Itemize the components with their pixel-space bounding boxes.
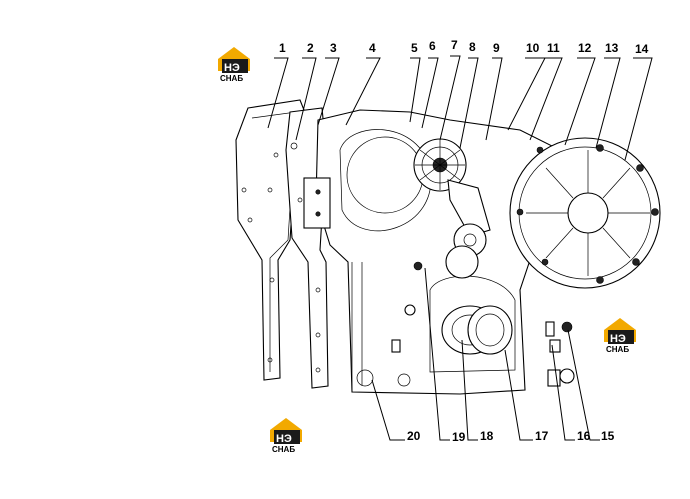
callout-9: 9 — [493, 41, 500, 55]
callout-numbers-bottom: 20 19 18 17 16 15 — [407, 429, 615, 444]
callout-7: 7 — [451, 38, 458, 52]
callout-15: 15 — [601, 429, 615, 443]
callout-16: 16 — [577, 429, 591, 443]
oil-seal — [441, 305, 513, 355]
belt-tensioner — [445, 179, 491, 279]
callout-19: 19 — [452, 430, 466, 444]
callout-11: 11 — [547, 41, 560, 55]
brand-logo-bottom-left: НЭ СНАБ — [270, 418, 302, 454]
logo-caption: СНАБ — [220, 74, 243, 83]
callout-17: 17 — [535, 429, 549, 443]
brand-logo-top-left: НЭ СНАБ — [218, 47, 250, 83]
callout-10: 10 — [526, 41, 540, 55]
bolts-15-16 — [391, 261, 575, 387]
logo-caption: СНАБ — [606, 345, 629, 354]
callout-20: 20 — [407, 429, 421, 443]
logo-caption: СНАБ — [272, 445, 295, 454]
callout-18: 18 — [480, 429, 494, 443]
logo-mark: НЭ — [224, 62, 240, 74]
leader-lines — [267, 55, 653, 441]
logo-mark: НЭ — [276, 433, 292, 445]
callout-6: 6 — [429, 39, 436, 53]
callout-5: 5 — [411, 41, 418, 55]
callout-12: 12 — [578, 41, 592, 55]
callout-numbers-top: 1 2 3 4 5 6 7 8 9 10 11 12 13 14 — [279, 38, 649, 56]
callout-3: 3 — [330, 41, 337, 55]
callout-8: 8 — [469, 40, 476, 54]
callout-4: 4 — [369, 41, 376, 55]
brand-logo-right: НЭ СНАБ — [604, 318, 636, 354]
callout-1: 1 — [279, 41, 286, 55]
callout-13: 13 — [605, 41, 619, 55]
logo-mark: НЭ — [610, 333, 626, 345]
callout-14: 14 — [635, 42, 649, 56]
callout-2: 2 — [307, 41, 314, 55]
round-cover-flange — [509, 137, 661, 289]
